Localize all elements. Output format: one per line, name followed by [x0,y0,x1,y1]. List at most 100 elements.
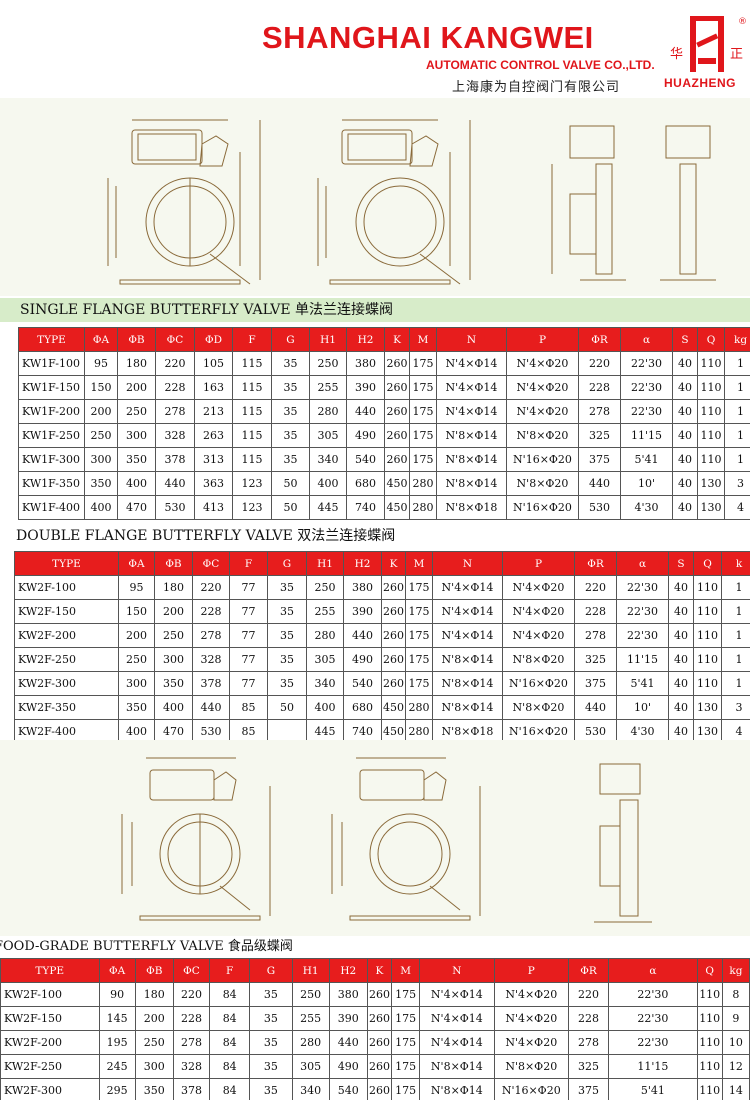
table-cell: 450 [384,495,410,520]
table-cell: 110 [696,982,723,1007]
table-cell: 450 [381,695,406,720]
table-cell: 313 [194,447,233,472]
table-cell: 350 [117,447,156,472]
table-cell: 35 [267,599,307,624]
table-cell: 3 [721,695,750,720]
table-cell: 250 [118,647,155,672]
table-cell: 8 [721,982,750,1007]
table-cell: 130 [693,695,722,720]
table-cell: 84 [209,1054,251,1079]
table-cell: N'16×Φ20 [493,1078,569,1100]
table-cell: N'8×Φ20 [493,1054,569,1079]
huazheng-logo: 华 正 ® [670,16,747,72]
column-header: α [616,551,669,576]
table-cell: N'8×Φ20 [506,471,579,496]
column-header: K [381,551,406,576]
table-cell: 380 [346,351,385,376]
table-cell: N'8×Φ14 [436,471,507,496]
column-header: M [405,551,433,576]
column-header: H2 [346,327,385,352]
table-cell: KW2F-100 [0,982,100,1007]
table-cell: 22'30 [616,623,669,648]
table-cell: 10' [620,471,673,496]
table-cell: 115 [232,351,272,376]
table-cell: 340 [309,447,347,472]
column-header: H2 [343,551,382,576]
table-cell: 50 [271,495,310,520]
table-cell: 11'15 [608,1054,698,1079]
table-cell: 530 [574,719,617,744]
column-header: M [409,327,437,352]
table-cell: 440 [192,695,230,720]
table-cell: 400 [309,471,347,496]
table-cell: 280 [405,695,433,720]
column-header: TYPE [18,327,85,352]
table-cell: 228 [567,1006,610,1031]
column-header: S [672,327,698,352]
table-cell: 255 [306,599,344,624]
table-cell: 35 [271,447,310,472]
table-cell: 85 [229,695,268,720]
table-cell: 145 [98,1006,136,1031]
table-cell: 260 [381,647,406,672]
table-cell: 35 [249,1030,293,1055]
table-cell: N'4×Φ20 [506,399,579,424]
column-header: ΦC [172,958,211,983]
column-header: ΦB [134,958,174,983]
table-cell: 200 [84,399,118,424]
table-cell: 40 [672,375,698,400]
double-flange-title-text: DOUBLE FLANGE BUTTERFLY VALVE 双法兰连接蝶阀 [16,528,396,544]
table-cell: 1 [724,423,750,448]
table-cell: 260 [384,399,410,424]
table-cell: N'16×Φ20 [506,447,579,472]
table-cell: 95 [118,575,155,600]
table-cell: KW2F-350 [14,695,119,720]
column-header: S [668,551,694,576]
table-cell: 540 [328,1078,368,1100]
table-cell: N'4×Φ20 [493,982,569,1007]
table-cell: 110 [696,1054,723,1079]
table-cell: 260 [381,623,406,648]
table-cell: 10 [721,1030,750,1055]
table-cell: 35 [271,351,310,376]
table-cell: 22'30 [608,1030,698,1055]
table-cell: KW1F-350 [18,471,85,496]
table-cell: KW2F-400 [14,719,119,744]
table-cell: 95 [84,351,118,376]
table-cell: 35 [249,1006,293,1031]
page-header: SHANGHAI KANGWEI AUTOMATIC CONTROL VALVE… [0,0,750,98]
table-cell: KW1F-150 [18,375,85,400]
table-cell: 77 [229,671,268,696]
table-cell: KW2F-300 [0,1078,100,1100]
table-cell: 5'41 [616,671,669,696]
table-cell: 260 [366,1054,393,1079]
table-cell: 1 [721,647,750,672]
table-cell: 250 [309,351,347,376]
table-cell: 350 [84,471,118,496]
table-cell: N'8×Φ14 [432,647,503,672]
table-cell: 115 [232,423,272,448]
table-cell: 84 [209,1006,251,1031]
table-cell: N'8×Φ14 [436,447,507,472]
table-cell: 40 [668,671,694,696]
column-header: ΦB [117,327,156,352]
table-cell: 400 [306,695,344,720]
column-header: kg [721,958,750,983]
table-cell: 115 [232,375,272,400]
column-header: N [436,327,507,352]
double-flange-profile-drawing [594,763,652,923]
column-header: G [249,958,293,983]
table-cell: 77 [229,575,268,600]
table-cell: 115 [232,399,272,424]
table-cell: 35 [249,982,293,1007]
table-cell: 14 [721,1078,750,1100]
table-cell: 105 [194,351,233,376]
table-cell: 228 [155,375,195,400]
table-cell: 295 [98,1078,136,1100]
table-cell: N'8×Φ14 [432,695,503,720]
